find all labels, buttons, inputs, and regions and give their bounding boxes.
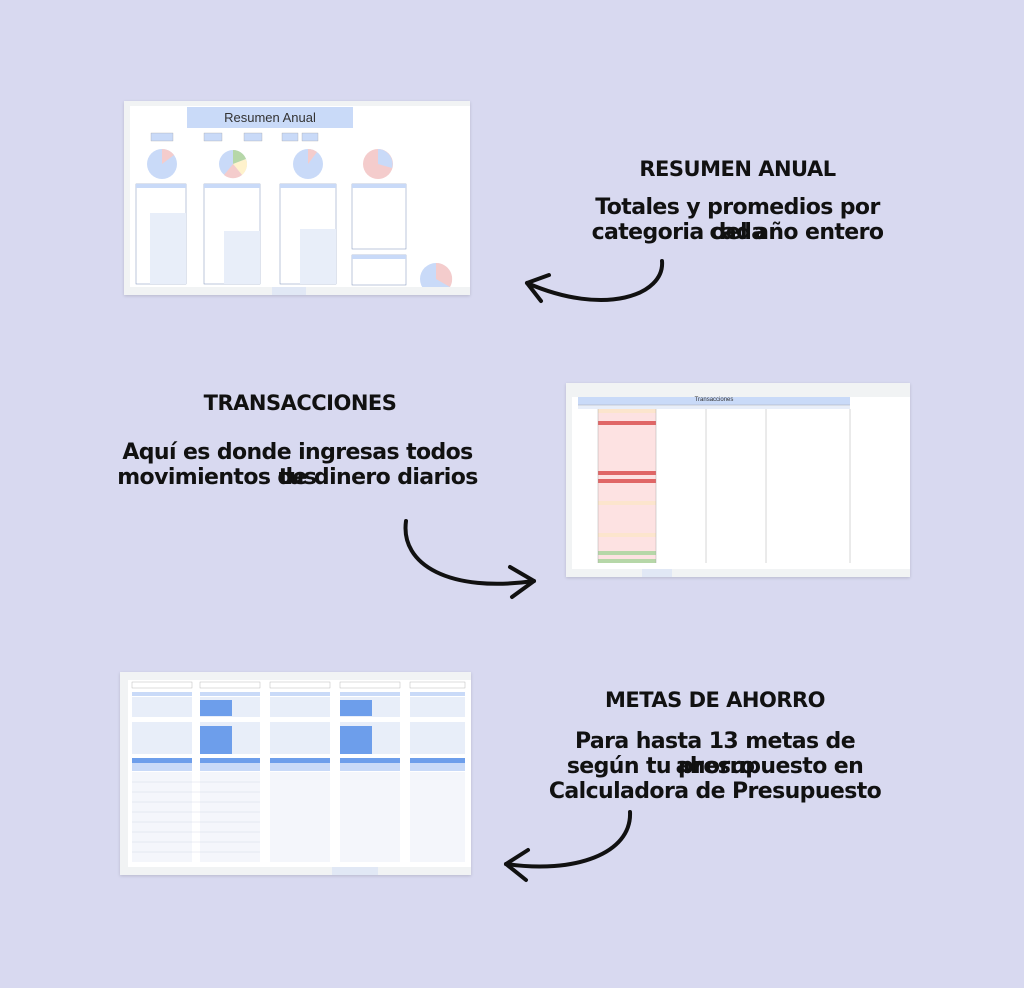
resumen-anual-description-line2: categoria del año entero: [591, 220, 884, 245]
metas-de-ahorro-description-line1: Para hasta 13 metas de ahorro: [574, 729, 856, 779]
resumen-anual-sheet-title: Resumen Anual: [224, 110, 316, 125]
arrow-left-icon: [525, 259, 665, 303]
metas-de-ahorro-description-line2: según tu presupuesto en: [566, 754, 864, 779]
transacciones-sheet-title: Transacciones: [694, 397, 734, 403]
resumen-anual-sheet: [124, 101, 470, 295]
resumen-anual-heading: RESUMEN ANUAL: [639, 157, 836, 181]
transacciones-description-line1: Aquí es donde ingresas todos tus: [122, 440, 473, 490]
resumen-anual-description-line1: Totales y promedios por cada: [595, 195, 880, 245]
transacciones-sheet: [566, 383, 910, 577]
metas-de-ahorro-description-line3: Calculadora de Presupuesto: [548, 779, 882, 804]
transacciones-screenshot: Transacciones: [566, 383, 910, 577]
arrow-left-icon: [504, 810, 633, 882]
transacciones-description-line2: movimientos de dinero diarios: [117, 465, 478, 490]
arrow-right-icon: [403, 519, 536, 599]
metas-de-ahorro-heading: METAS DE AHORRO: [604, 688, 826, 712]
metas-de-ahorro-screenshot: [120, 672, 471, 875]
metas-de-ahorro-sheet: [120, 672, 471, 875]
resumen-anual-screenshot: Resumen Anual: [124, 101, 470, 295]
transacciones-heading: TRANSACCIONES: [203, 391, 397, 415]
